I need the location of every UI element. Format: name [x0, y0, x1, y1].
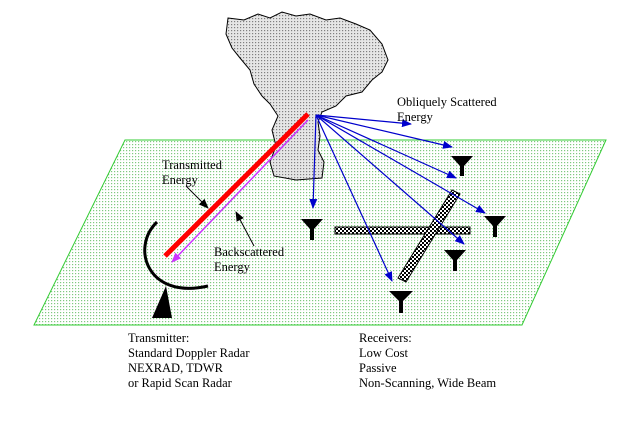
transmitter-caption: Transmitter: Standard Doppler Radar NEXR… — [128, 331, 250, 391]
receiver-funnel-icon — [484, 216, 506, 237]
scatter-ray — [315, 114, 457, 179]
transmitted-label-line: Transmitted — [162, 158, 222, 172]
receiver-funnel-icon — [444, 250, 466, 271]
scatter-ray — [315, 114, 393, 282]
transmitter-caption-line: Transmitter: — [128, 331, 190, 345]
backscattered-pointer-arrow — [235, 211, 255, 247]
scatter-ray — [315, 114, 486, 214]
receiver-funnel-icon — [451, 156, 473, 176]
receivers-caption-line: Passive — [359, 361, 397, 375]
transmitted-pointer-arrow — [185, 185, 209, 209]
backscattered-label-line: Backscattered — [214, 245, 285, 259]
receivers-caption-line: Receivers: — [359, 331, 412, 345]
transmitted-label: Transmitted Energy — [162, 158, 222, 188]
backscattered-label-line: Energy — [214, 260, 250, 274]
scatter-ray — [309, 114, 318, 209]
backscattered-label: Backscattered Energy — [214, 245, 284, 275]
oblique-label: Obliquely Scattered Energy — [397, 95, 497, 125]
transmitter-base-icon — [152, 286, 172, 318]
oblique-label-line: Energy — [397, 110, 433, 124]
receivers-caption-line: Non-Scanning, Wide Beam — [359, 376, 497, 390]
transmitter-caption-line: or Rapid Scan Radar — [128, 376, 232, 390]
receiver-array-bar-diagonal — [397, 189, 461, 283]
transmitter-caption-line: Standard Doppler Radar — [128, 346, 250, 360]
receivers-caption-line: Low Cost — [359, 346, 408, 360]
scatter-ray — [315, 114, 412, 128]
oblique-label-line: Obliquely Scattered — [397, 95, 497, 109]
receiver-array-bar-horizontal — [334, 226, 471, 235]
transmitted-beam — [163, 112, 310, 258]
backscattered-beam — [171, 119, 309, 263]
scatter-rays — [309, 114, 486, 282]
ground-plane — [33, 139, 607, 326]
receiver-funnel-icon — [389, 291, 413, 313]
receivers-caption: Receivers: Low Cost Passive Non-Scanning… — [359, 331, 496, 391]
scatter-ray — [315, 114, 453, 149]
receivers — [301, 156, 506, 313]
receiver-funnel-icon — [301, 219, 323, 240]
transmitter-dish-icon — [143, 220, 209, 290]
transmitter-caption-line: NEXRAD, TDWR — [128, 361, 223, 375]
transmitted-label-line: Energy — [162, 173, 198, 187]
scatter-ray — [315, 114, 465, 245]
